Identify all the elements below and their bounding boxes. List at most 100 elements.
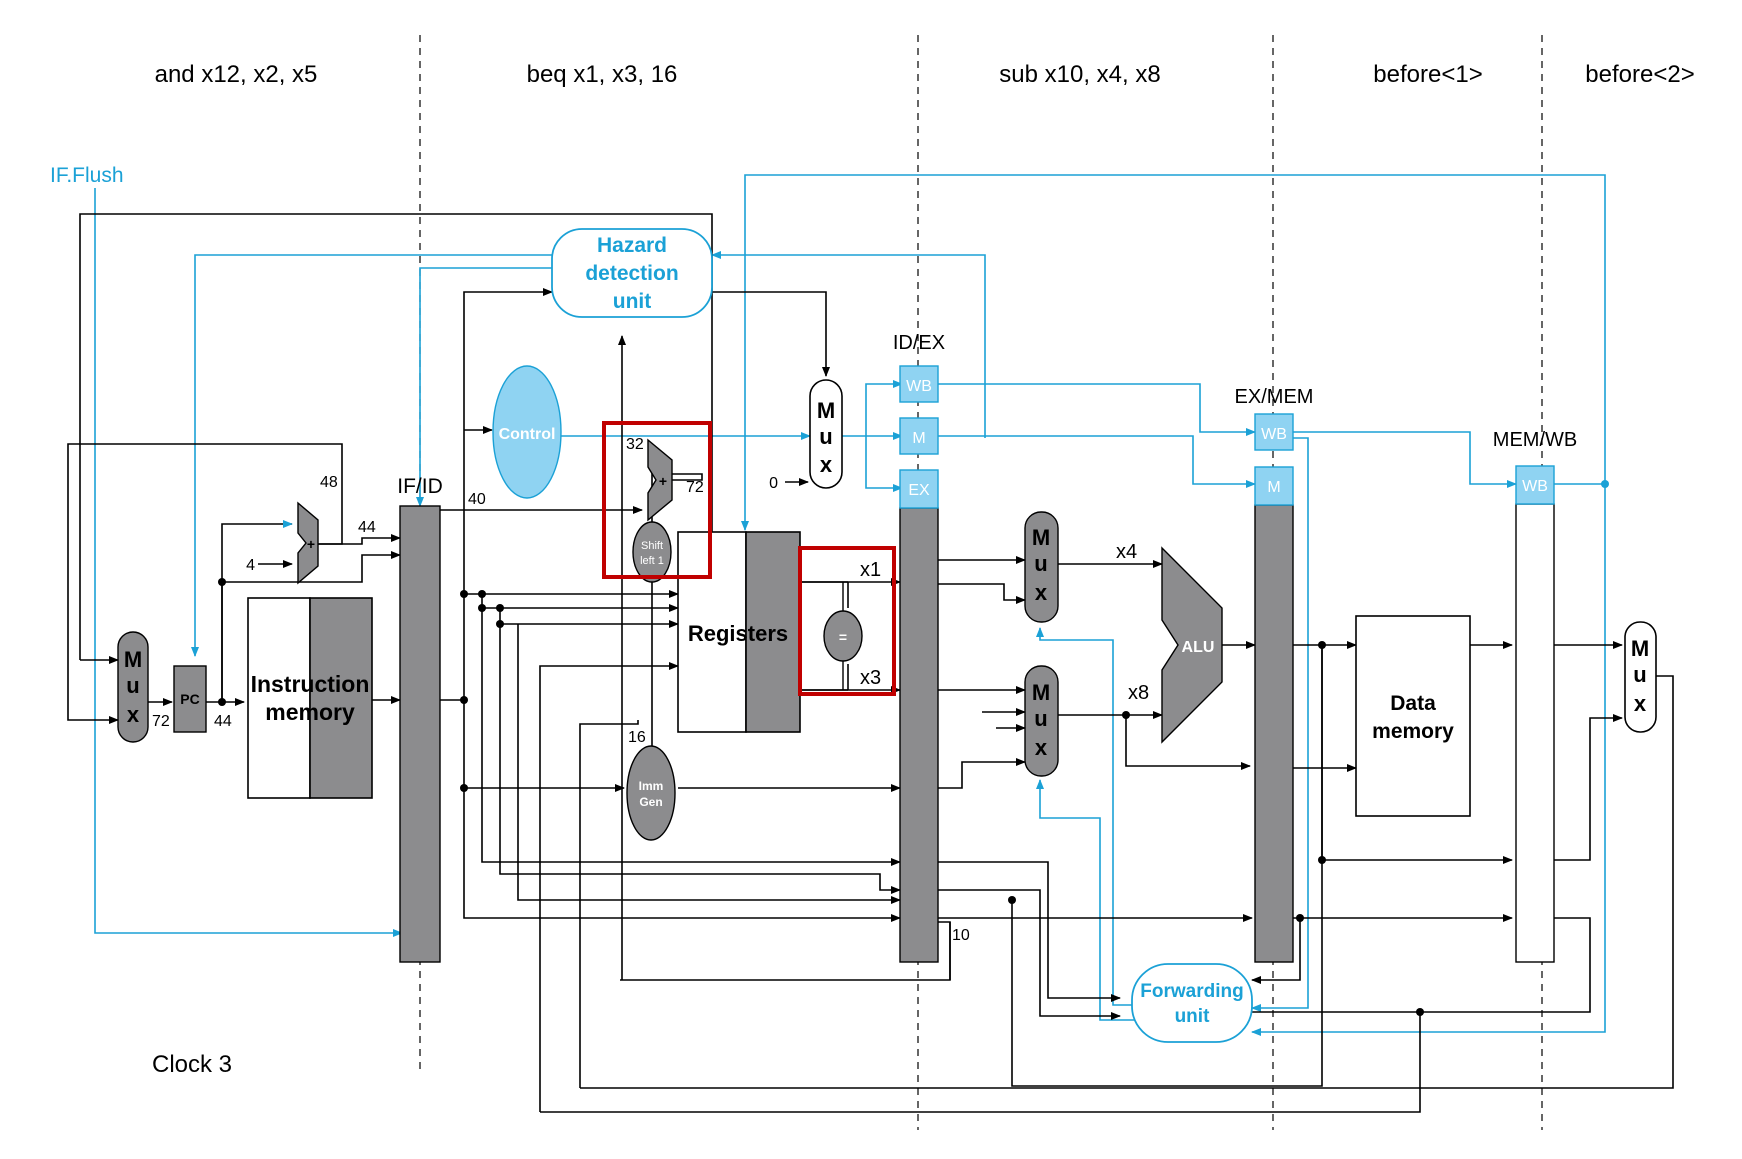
pc-adder: + <box>297 501 319 585</box>
value-0: 0 <box>769 475 778 492</box>
svg-text:detection: detection <box>585 262 678 285</box>
svg-text:memory: memory <box>265 699 355 725</box>
hazard-mux: M u x <box>809 379 843 489</box>
idex-register <box>899 507 939 963</box>
value-32: 32 <box>626 436 644 453</box>
forwarding-unit: Forwarding unit <box>1131 963 1253 1043</box>
svg-text:=: = <box>839 629 847 645</box>
idex-label: ID/EX <box>893 332 945 354</box>
data-memory: Data memory <box>1355 615 1471 817</box>
svg-text:Gen: Gen <box>639 795 662 809</box>
svg-text:Data: Data <box>1390 692 1436 715</box>
svg-text:u: u <box>1034 551 1047 576</box>
svg-text:x: x <box>820 452 833 477</box>
svg-text:ALU: ALU <box>1182 639 1215 656</box>
svg-text:u: u <box>819 424 832 449</box>
svg-text:M: M <box>1032 525 1050 550</box>
control-wires <box>94 174 1609 1036</box>
svg-text:Imm: Imm <box>639 779 664 793</box>
pc-source-mux: M u x <box>117 631 149 743</box>
svg-text:x: x <box>127 702 140 727</box>
svg-text:x: x <box>1634 691 1647 716</box>
svg-text:M: M <box>124 647 142 672</box>
svg-text:Instruction: Instruction <box>251 671 370 697</box>
value-44-a: 44 <box>358 519 376 536</box>
ifid-label: IF/ID <box>397 475 443 498</box>
label-x3: x3 <box>860 667 881 689</box>
hazard-detection-unit: Hazard detection unit <box>551 228 713 318</box>
svg-text:u: u <box>1633 662 1646 687</box>
stage-dividers <box>419 35 1543 1130</box>
svg-text:Registers: Registers <box>688 621 788 646</box>
exmem-wb <box>1254 413 1294 451</box>
highlight-branch-adder <box>602 421 712 579</box>
memwb-wb <box>1515 465 1555 505</box>
svg-text:M: M <box>817 398 835 423</box>
value-72-a: 72 <box>152 713 170 730</box>
svg-text:PC: PC <box>180 691 199 707</box>
svg-text:Forwarding: Forwarding <box>1140 981 1243 1002</box>
svg-text:x: x <box>1035 735 1048 760</box>
svg-text:Hazard: Hazard <box>597 234 667 257</box>
value-4: 4 <box>246 557 255 574</box>
pc-register: PC <box>173 665 207 733</box>
highlight-comparator <box>798 546 896 696</box>
stage-id-label: beq x1, x3, 16 <box>527 61 678 88</box>
register-file: Registers <box>677 531 801 733</box>
shift-left-unit: Shift left 1 <box>632 521 672 583</box>
writeback-mux: M u x <box>1624 621 1657 733</box>
svg-text:M: M <box>1631 636 1649 661</box>
stage-if-label: and x12, x2, x5 <box>155 61 318 88</box>
idex-ex <box>899 469 939 509</box>
idex-m <box>899 417 939 455</box>
svg-text:u: u <box>126 673 139 698</box>
exmem-label: EX/MEM <box>1235 386 1314 408</box>
memwb-wb-label: WB <box>1522 478 1548 495</box>
exmem-wb-label: WB <box>1261 426 1287 443</box>
imm-gen: Imm Gen <box>626 745 676 841</box>
forward-mux-a: M u x <box>1024 511 1059 623</box>
idex-ex-label: EX <box>908 482 930 499</box>
memwb-register <box>1515 503 1555 963</box>
forward-mux-b: M u x <box>1024 665 1059 777</box>
idex-m-label: M <box>912 430 925 447</box>
equality-comparator: = <box>800 581 863 691</box>
svg-text:Control: Control <box>499 426 556 443</box>
label-x8: x8 <box>1128 682 1149 704</box>
svg-text:unit: unit <box>613 290 651 313</box>
clock-label: Clock 3 <box>152 1051 232 1078</box>
value-48: 48 <box>320 474 338 491</box>
svg-text:memory: memory <box>1372 720 1454 743</box>
idex-wb <box>899 365 939 403</box>
data-wires <box>67 213 1674 1113</box>
branch-adder: + <box>647 438 673 522</box>
instruction-memory: Instruction memory <box>247 597 373 799</box>
label-x4: x4 <box>1116 541 1137 563</box>
memwb-label: MEM/WB <box>1493 429 1577 451</box>
exmem-register <box>1254 504 1294 963</box>
value-10: 10 <box>952 927 970 944</box>
value-44-b: 44 <box>214 713 232 730</box>
pipeline-registers: IF/ID ID/EX WB M EX EX/MEM WB M MEM/WB W… <box>397 332 1577 963</box>
alu: ALU <box>1161 546 1223 744</box>
value-72-b: 72 <box>686 479 704 496</box>
svg-text:+: + <box>307 536 315 552</box>
svg-text:u: u <box>1034 706 1047 731</box>
idex-wb-label: WB <box>906 378 932 395</box>
svg-text:Shift: Shift <box>641 540 663 552</box>
exmem-m-label: M <box>1267 479 1280 496</box>
label-x1: x1 <box>860 559 881 581</box>
svg-text:left 1: left 1 <box>640 555 664 567</box>
if-flush-label: IF.Flush <box>50 164 124 187</box>
value-16: 16 <box>628 729 646 746</box>
svg-text:unit: unit <box>1175 1006 1210 1027</box>
value-40: 40 <box>468 491 486 508</box>
stage-wb-label: before<2> <box>1585 61 1694 88</box>
stage-ex-label: sub x10, x4, x8 <box>999 61 1160 88</box>
svg-text:x: x <box>1035 580 1048 605</box>
control-unit: Control <box>492 365 562 499</box>
ifid-register <box>399 505 441 963</box>
svg-text:+: + <box>659 473 667 489</box>
svg-text:M: M <box>1032 680 1050 705</box>
